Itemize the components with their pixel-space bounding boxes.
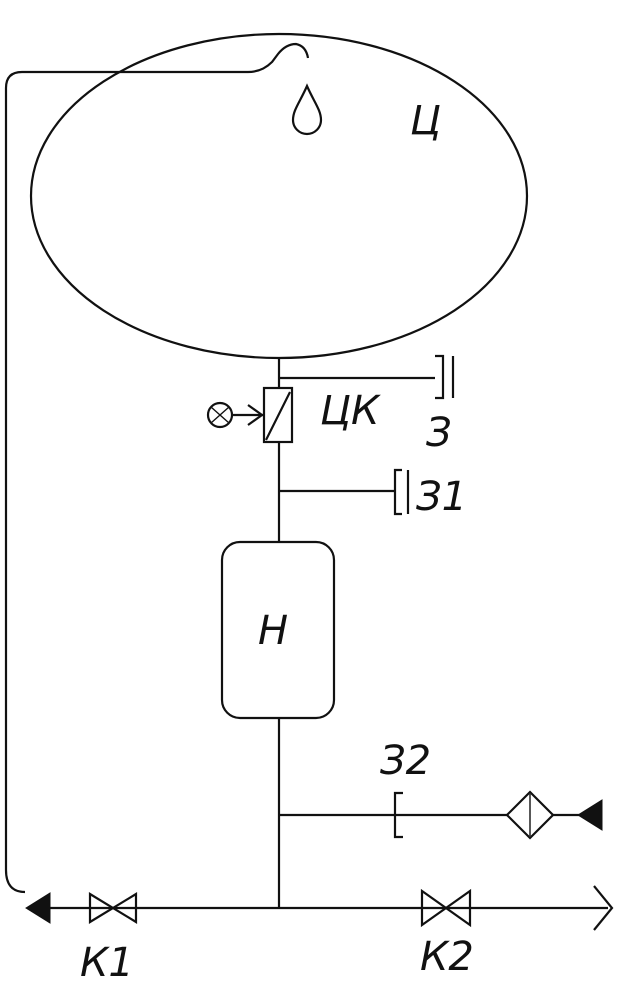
- tank-ellipse: [29, 32, 529, 360]
- outlet-arrow-icon: [593, 885, 614, 931]
- plug-bracket: [435, 354, 445, 400]
- label-valve2: К2: [420, 934, 474, 980]
- label-pump: Н: [258, 608, 288, 654]
- filter-icon: [505, 790, 555, 840]
- flow-arrow-icon: [577, 799, 603, 831]
- label-plug2: З2: [380, 738, 431, 784]
- label-valve1: К1: [80, 940, 134, 983]
- return-arrow-icon: [25, 892, 51, 924]
- sensor-icon: [206, 401, 234, 429]
- water-drop-icon: [291, 83, 323, 136]
- valve-k2-symbol: [420, 888, 472, 928]
- valve-k1-symbol: [88, 892, 138, 924]
- label-tank: Ц: [410, 98, 441, 144]
- tank-valve-diagonal: [265, 391, 291, 441]
- label-tank-valve: ЦК: [320, 388, 381, 434]
- actuator-arrowhead: [247, 404, 264, 426]
- return-pipe: [4, 42, 310, 894]
- plug2-bracket: [393, 791, 403, 839]
- label-plug: З: [426, 410, 452, 456]
- plug1-bracket: [393, 468, 402, 516]
- label-plug1: З1: [416, 474, 467, 520]
